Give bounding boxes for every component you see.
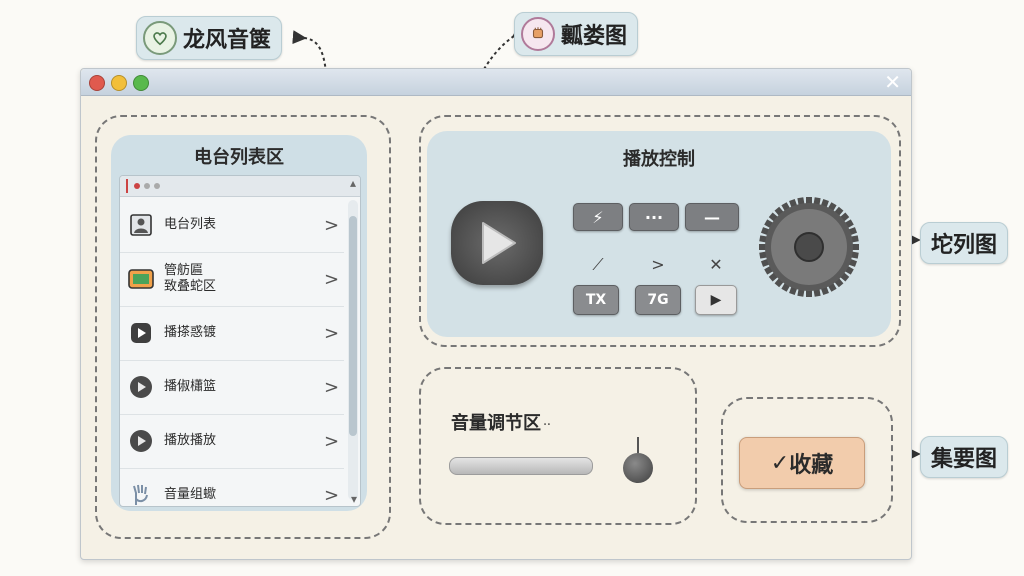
play-circle-icon bbox=[128, 374, 154, 400]
more-button[interactable]: ··· bbox=[629, 203, 679, 231]
scroll-down-icon[interactable]: ▾ bbox=[350, 492, 357, 506]
chevron-right-icon: > bbox=[324, 268, 340, 290]
list-item-label: 电台列表 bbox=[164, 217, 217, 232]
next-glyph: > bbox=[651, 255, 665, 274]
station-list: ▴ 电台列表 > 管舫匾 致叠蛇区 > 播搽惑镀 bbox=[119, 175, 361, 507]
callout-top-mid-label: 瓤娄图 bbox=[561, 24, 628, 49]
edit-glyph: ⟋ bbox=[592, 255, 604, 274]
list-item-label: 播放播放 bbox=[164, 433, 217, 448]
list-item-label: 管舫匾 致叠蛇区 bbox=[164, 263, 217, 294]
title-bar: ✕ bbox=[81, 69, 911, 96]
list-item-label: 音量组蠍 bbox=[164, 487, 217, 502]
tuning-dial[interactable] bbox=[757, 195, 861, 299]
chevron-right-icon: > bbox=[324, 430, 340, 452]
list-scrollbar[interactable] bbox=[348, 200, 358, 500]
volume-title: 音量调节区ᆢ bbox=[451, 413, 553, 434]
chevron-right-icon: > bbox=[324, 214, 340, 236]
tx-button[interactable]: TX bbox=[573, 285, 619, 315]
close-icon[interactable]: ✕ bbox=[884, 70, 901, 94]
list-group-outline bbox=[95, 115, 391, 539]
list-item[interactable]: 播搽惑镀 > bbox=[120, 306, 344, 361]
chevron-right-icon: > bbox=[324, 484, 340, 506]
flash-button[interactable]: ⚡ bbox=[573, 203, 623, 231]
scroll-up-icon[interactable]: ▴ bbox=[349, 176, 356, 190]
play-group-outline bbox=[419, 115, 901, 347]
seven-g-button[interactable]: 7G bbox=[635, 285, 681, 315]
callout-right-fav-label: 集要图 bbox=[931, 447, 998, 472]
list-item[interactable]: 音量组蠍 > bbox=[120, 468, 344, 506]
callout-top-left: 龙风音箧 bbox=[136, 16, 283, 60]
playback-title: 播放控制 bbox=[623, 149, 695, 170]
callout-right-knob: 坨列图 bbox=[920, 222, 1009, 264]
favorite-group-outline bbox=[721, 397, 893, 523]
play-circle-icon bbox=[128, 428, 154, 454]
favorite-button[interactable]: ✓ 收藏 bbox=[739, 437, 865, 489]
app-window: ✕ 电台列表区 ▴ 电台列表 > bbox=[80, 68, 912, 560]
play-button[interactable] bbox=[451, 201, 543, 285]
glove-icon bbox=[128, 482, 154, 506]
contact-card-icon bbox=[128, 212, 154, 238]
scrollbar-thumb[interactable] bbox=[349, 216, 357, 436]
list-item[interactable]: 管舫匾 致叠蛇区 > bbox=[120, 252, 344, 307]
station-list-panel: 电台列表区 ▴ 电台列表 > 管舫匾 致叠蛇区 bbox=[111, 135, 367, 511]
playback-panel: 播放控制 ⚡ ··· — ⟋ > ✕ TX 7G ▶ bbox=[427, 131, 891, 337]
minimize-dot[interactable] bbox=[111, 75, 127, 91]
callout-top-left-label: 龙风音箧 bbox=[183, 28, 272, 53]
list-item-label: 播搽惑镀 bbox=[164, 325, 217, 340]
volume-group-outline bbox=[419, 367, 697, 525]
list-item[interactable]: 电台列表 > bbox=[120, 198, 344, 253]
maximize-dot[interactable] bbox=[133, 75, 149, 91]
heart-icon bbox=[143, 21, 177, 55]
tv-screen-icon bbox=[128, 266, 154, 292]
list-item-label: 播俶櫹篮 bbox=[164, 379, 217, 394]
volume-knob-stem bbox=[637, 437, 639, 453]
chevron-right-icon: > bbox=[324, 322, 340, 344]
mini-play-button[interactable]: ▶ bbox=[695, 285, 737, 315]
chevron-right-icon: > bbox=[324, 376, 340, 398]
list-item[interactable]: 播放播放 > bbox=[120, 414, 344, 469]
play-icon bbox=[482, 222, 516, 264]
callout-right-fav: 集要图 bbox=[920, 436, 1009, 478]
fist-icon bbox=[521, 17, 555, 51]
minus-button[interactable]: — bbox=[685, 203, 739, 231]
list-header: ▴ bbox=[120, 176, 360, 197]
favorite-label: 收藏 bbox=[789, 453, 834, 478]
station-list-title: 电台列表区 bbox=[194, 147, 284, 168]
volume-knob[interactable] bbox=[623, 453, 653, 483]
play-square-icon bbox=[128, 320, 154, 346]
close-glyph: ✕ bbox=[709, 255, 723, 274]
close-dot[interactable] bbox=[89, 75, 105, 91]
list-item[interactable]: 播俶櫹篮 > bbox=[120, 360, 344, 415]
callout-top-mid: 瓤娄图 bbox=[514, 12, 639, 56]
callout-right-knob-label: 坨列图 bbox=[931, 233, 998, 258]
arrow-top-left bbox=[292, 30, 335, 125]
check-icon: ✓ bbox=[770, 450, 790, 476]
volume-slider-track[interactable] bbox=[449, 457, 593, 475]
